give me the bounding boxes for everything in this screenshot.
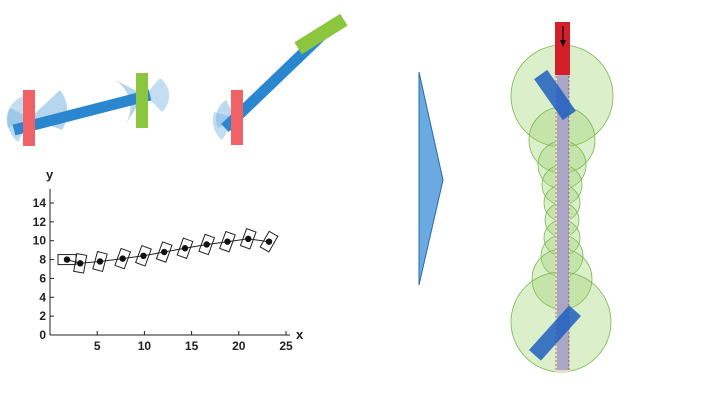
x-tick-label: 5 [94,339,101,353]
pose-marker [73,253,88,274]
mechanism-panel-left [6,73,170,146]
x-ticks: 5 10 15 20 25 [94,331,293,353]
fan-wedge [215,100,236,128]
red-anchor-block [23,90,35,146]
x-tick-label: 15 [185,339,199,353]
y-tick-label: 10 [33,234,47,248]
data-point [140,252,147,259]
pose-marker [259,230,279,253]
y-tick-label: 8 [39,253,46,267]
fan-wedge [145,78,170,112]
upper-blue-link [534,69,576,121]
arrow-down-icon [560,26,566,47]
data-point [119,255,126,262]
data-point [63,256,71,263]
pose-marker [155,241,173,263]
data-points [63,235,273,267]
pose-markers [57,228,279,274]
connecting-link [12,89,152,136]
y-tick-label: 2 [39,309,46,323]
x-axis-label: x [296,327,304,342]
bead-chain-figure [510,22,614,373]
pose-marker [92,250,108,273]
y-tick-label: 12 [33,215,47,229]
x-tick-label: 20 [232,339,246,353]
x-tick-label: 25 [279,339,293,353]
blue-rod [557,72,569,370]
y-axis-label: y [46,167,54,182]
y-tick-label: 6 [39,271,46,285]
data-point [224,238,231,245]
pose-marker [239,228,257,250]
pose-marker [219,230,236,253]
triangle-right-icon [418,71,444,286]
y-tick-label: 0 [39,328,46,342]
y-tick-label: 14 [33,196,47,210]
green-end-block [294,13,348,55]
green-end-block [136,73,148,128]
lower-blue-link [528,305,582,361]
y-ticks: 0 2 4 6 8 10 12 14 [33,196,54,342]
y-tick-label: 4 [39,290,46,304]
data-point [77,260,84,267]
trajectory-chart: 5 10 15 20 25 0 2 4 6 8 10 12 14 x y [33,167,304,353]
red-anchor-block [231,90,243,145]
x-tick-label: 10 [138,339,152,353]
data-point [161,248,168,256]
tan-rod [555,70,570,372]
data-point [96,258,104,265]
pose-marker [114,247,132,270]
pose-marker [135,244,152,267]
pose-marker [198,233,216,256]
data-point [203,241,210,248]
red-top-block [555,22,570,75]
data-point [245,235,252,243]
data-point [265,238,273,245]
data-point [181,245,189,252]
mechanism-panel-right [212,13,348,145]
pose-marker [176,237,194,260]
